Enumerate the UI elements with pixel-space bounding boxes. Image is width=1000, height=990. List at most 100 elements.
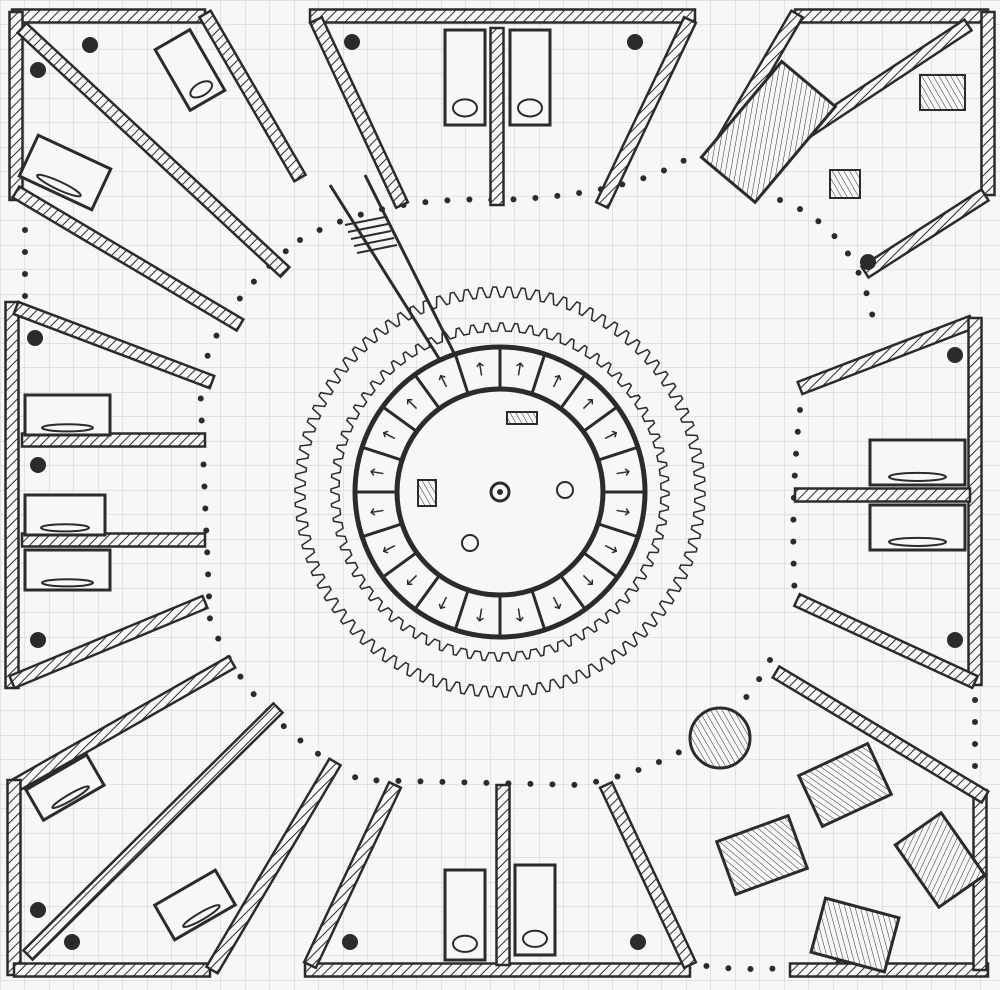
ring-segment: [413, 574, 441, 611]
pillow: [40, 523, 90, 533]
pillow: [189, 80, 214, 99]
wall-segment: [197, 9, 308, 183]
wall-segment: [793, 487, 972, 503]
bed: [17, 133, 113, 212]
rune-circle: [556, 481, 574, 499]
bed: [868, 503, 967, 552]
bed: [443, 28, 487, 127]
pillow: [517, 98, 543, 118]
ring-segment: [559, 574, 587, 611]
ring-segment: [530, 589, 547, 631]
center-well-dot: [497, 489, 503, 495]
stairs-step: [353, 237, 395, 247]
pillow: [452, 934, 478, 953]
pillar: [82, 37, 98, 53]
pillow: [452, 98, 478, 118]
ring-segment: [597, 445, 639, 462]
ring-segment: [453, 353, 470, 395]
pillar: [30, 457, 46, 473]
pillar: [64, 934, 80, 950]
table: [714, 813, 810, 897]
pillar: [344, 34, 360, 50]
ring-segment: [381, 551, 418, 579]
pillar: [947, 347, 963, 363]
wall-segment: [12, 300, 216, 390]
wall-segment: [967, 316, 983, 687]
arrow-icon: ↑: [610, 502, 633, 520]
pillar: [627, 34, 643, 50]
bed-frame: [17, 133, 113, 212]
wall-segment: [15, 21, 292, 279]
bed-frame: [443, 868, 487, 962]
bed-frame: [152, 868, 238, 942]
bed-frame: [443, 28, 487, 127]
ring-segment: [530, 353, 547, 395]
pillow: [888, 536, 947, 547]
wall-segment: [4, 300, 20, 690]
wall-segment: [792, 592, 980, 690]
ring-segment: [453, 589, 470, 631]
ring-segment: [597, 522, 639, 539]
ring-segment: [582, 405, 619, 433]
central-chamber: ↑↑↑↑↑↑↑↑↑↑↑↑↑↑↑↑↑↑↑↑: [294, 286, 706, 698]
bed-frame: [23, 393, 112, 437]
bed-frame: [868, 503, 967, 552]
wall-segment: [859, 187, 991, 280]
wall-segment: [10, 8, 207, 24]
ring-segment: [559, 373, 587, 410]
bed-frame: [23, 548, 112, 592]
pillar: [30, 62, 46, 78]
wall-segment: [980, 10, 996, 197]
corridor: [328, 174, 472, 386]
bed: [868, 438, 967, 487]
wall-segment: [6, 778, 22, 977]
arrow-icon: ↑: [610, 464, 633, 482]
wall-segment: [796, 314, 976, 396]
crate: [829, 169, 861, 199]
pillar: [860, 254, 876, 270]
pillow: [36, 173, 82, 198]
wall-segment: [204, 756, 343, 976]
bed-frame: [23, 493, 107, 537]
bed: [152, 868, 238, 942]
pillow: [41, 578, 94, 588]
ring-segment: [413, 373, 441, 410]
bed-frame: [868, 438, 967, 487]
bed: [23, 393, 112, 437]
pillar: [630, 934, 646, 950]
stairs-step: [347, 223, 389, 233]
pillow: [51, 785, 90, 810]
wall-segment: [788, 962, 990, 978]
pillow: [41, 423, 94, 433]
inner-wavy-ring: [330, 322, 670, 662]
rune-circle: [461, 534, 479, 552]
bed: [23, 493, 107, 537]
arrow-icon: ↑: [472, 602, 490, 625]
bed-frame: [23, 752, 107, 823]
bed: [23, 548, 112, 592]
table: [809, 896, 901, 974]
crate: [919, 74, 966, 111]
pillar: [947, 632, 963, 648]
wall-segment: [489, 26, 505, 207]
wall-segment: [302, 780, 403, 970]
pillar: [30, 902, 46, 918]
wall-segment: [7, 594, 210, 690]
wall-segment: [308, 15, 410, 210]
table: [893, 810, 987, 910]
ring-segment: [361, 445, 403, 462]
wall-segment: [21, 701, 285, 962]
wall-segment: [308, 8, 697, 24]
ring-segment: [381, 405, 418, 433]
wall-segment: [495, 783, 511, 967]
ring-segment: [361, 522, 403, 539]
stairs-step: [350, 230, 392, 240]
bookshelf: [699, 59, 838, 205]
pillow: [888, 471, 947, 482]
wall-segment: [12, 962, 212, 978]
wall-segment: [770, 664, 991, 805]
round-table: [688, 706, 752, 770]
bed-frame: [508, 28, 552, 127]
